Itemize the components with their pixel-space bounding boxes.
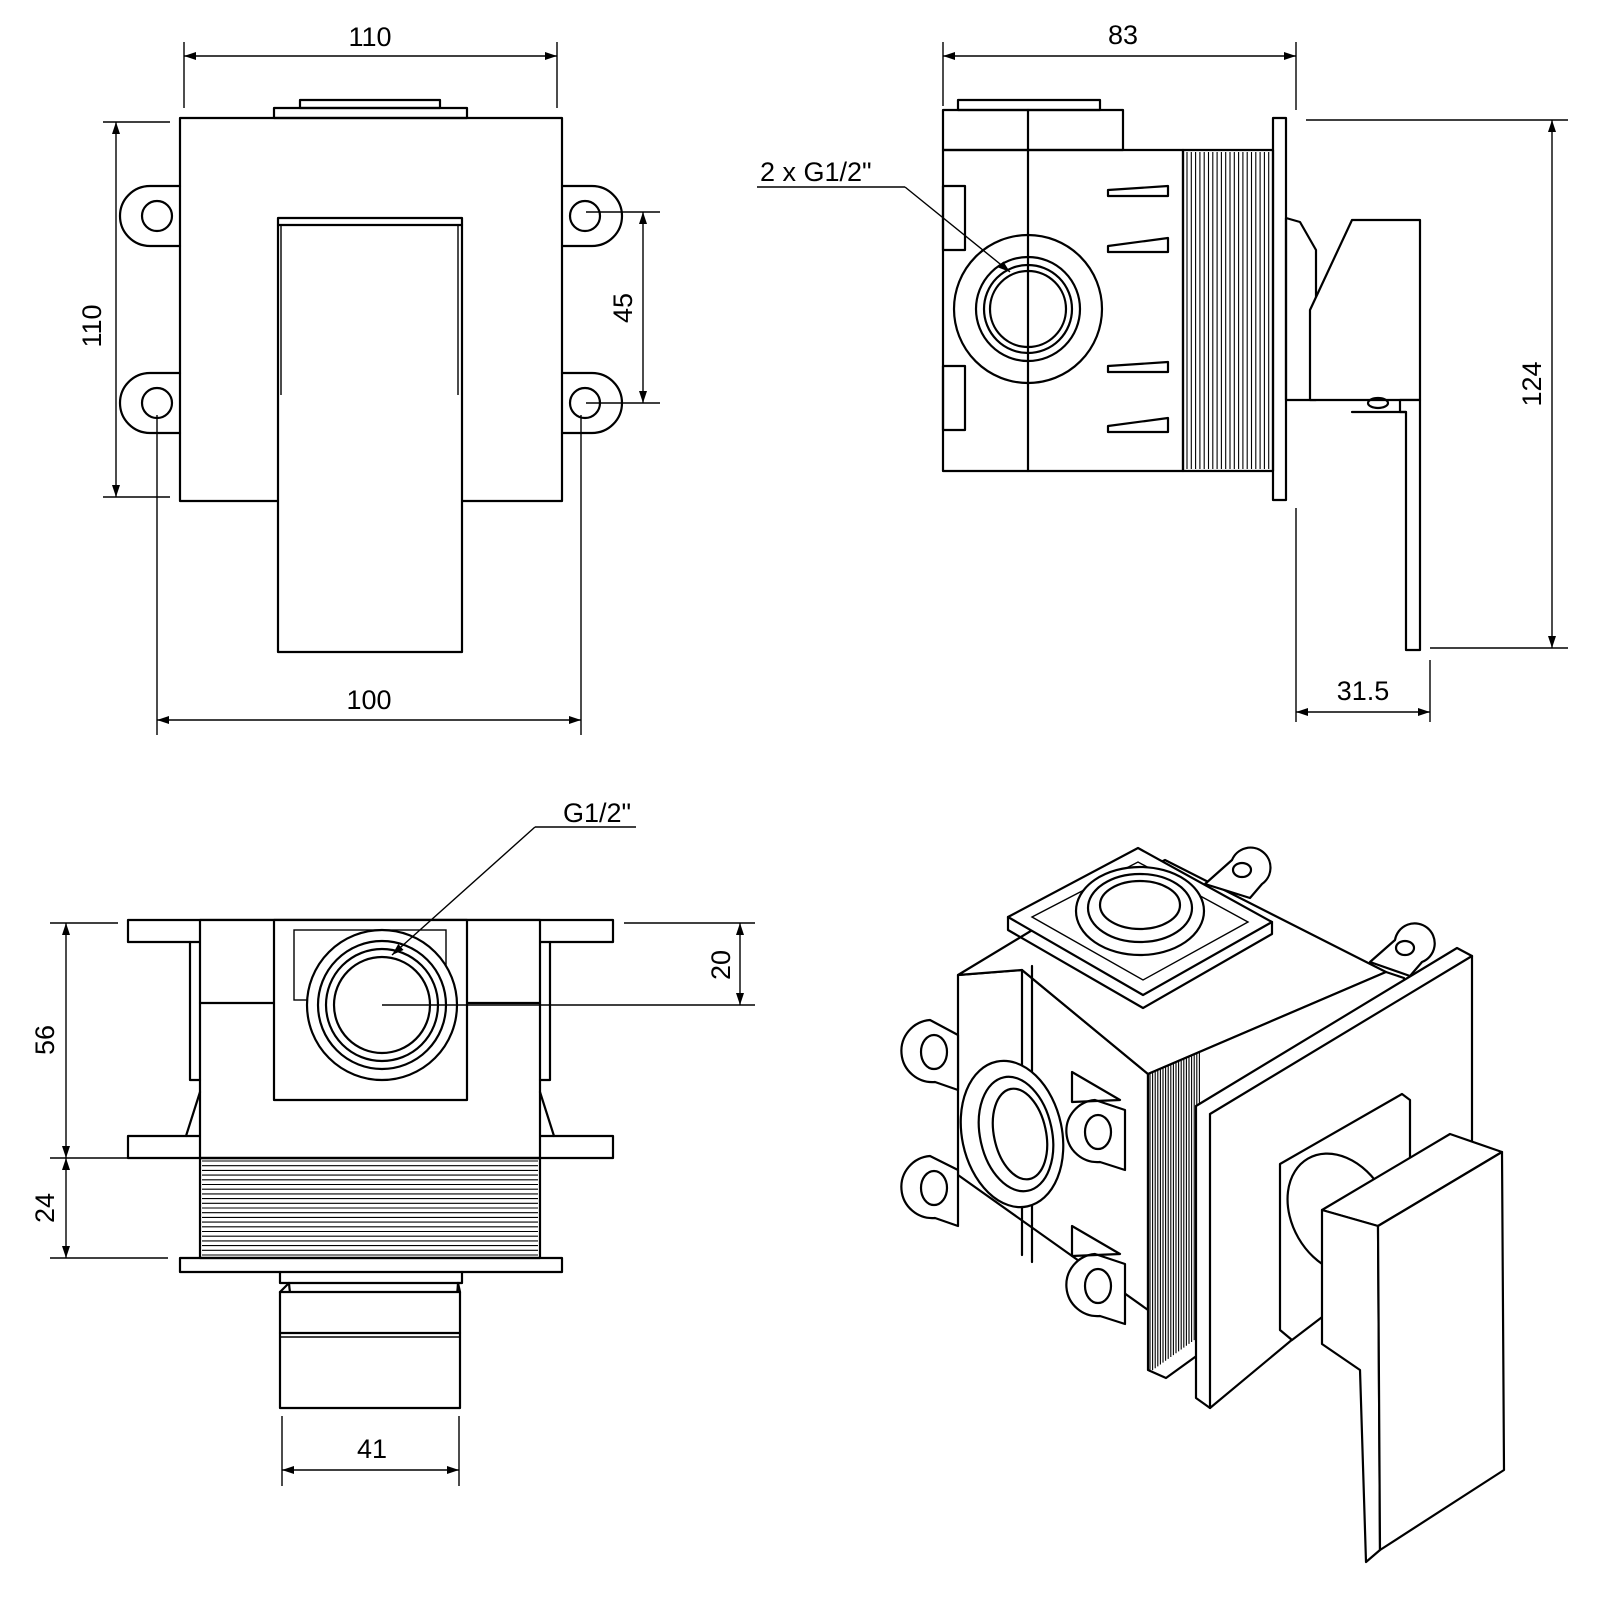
isometric-view xyxy=(900,846,1506,1564)
side-thread-body xyxy=(1181,148,1275,473)
iso-lug-hole xyxy=(1394,939,1416,957)
side-rib xyxy=(941,184,967,252)
side-port-outer xyxy=(952,233,1104,385)
side-body xyxy=(941,148,1185,473)
front-lug-hole xyxy=(140,199,174,233)
side-port-bore xyxy=(988,269,1068,349)
iso-handle-side xyxy=(1376,1150,1506,1552)
side-rib xyxy=(941,364,967,432)
iso-wedge-rib xyxy=(1070,1070,1122,1258)
front-lug-top-right xyxy=(560,184,624,248)
front-lug-hole xyxy=(140,386,174,420)
iso-lug-hole xyxy=(1083,1113,1113,1151)
side-port-ring xyxy=(982,263,1074,355)
front-cap-top xyxy=(298,98,442,110)
dim-side-handle-depth: 31.5 xyxy=(1337,676,1390,706)
iso-side-port-ring xyxy=(977,1075,1055,1193)
iso-lug-hole xyxy=(1231,861,1253,879)
iso-lug xyxy=(900,1018,960,1092)
iso-lug xyxy=(900,1154,960,1228)
front-lug-hole xyxy=(568,199,602,233)
side-handle-head xyxy=(1308,218,1422,402)
side-view: 2 x G1/2" 83 124 31.5 xyxy=(757,20,1568,722)
dim-top-thread-length: 24 xyxy=(30,1193,60,1223)
side-thread xyxy=(1186,152,1270,469)
iso-side-port-bore xyxy=(991,1087,1049,1181)
top-side-brace xyxy=(184,1090,556,1138)
iso-top-port-ring xyxy=(1086,872,1194,944)
side-wall-plate xyxy=(1271,116,1288,502)
dim-side-depth: 83 xyxy=(1108,20,1138,50)
iso-top-cap-edge xyxy=(1006,915,1274,1010)
side-thread-callout: 2 x G1/2" xyxy=(760,157,872,187)
iso-lug-hole xyxy=(919,1169,949,1207)
top-handle-cap xyxy=(278,1270,464,1285)
front-cap-base xyxy=(272,106,469,120)
iso-lug xyxy=(1203,846,1272,900)
top-view: G1/2" 56 24 20 41 xyxy=(30,798,755,1486)
iso-lug xyxy=(1065,1098,1127,1172)
dim-front-bottom-width: 100 xyxy=(346,685,391,715)
top-thread-callout: G1/2" xyxy=(563,798,631,828)
iso-handle-front xyxy=(1320,1208,1382,1564)
side-handle-lever xyxy=(1398,398,1422,652)
side-port-ring xyxy=(974,255,1082,363)
side-wedge-rib xyxy=(1106,184,1170,254)
dim-side-height: 124 xyxy=(1517,361,1547,406)
dim-top-height: 56 xyxy=(30,1025,60,1055)
side-cap-base xyxy=(941,108,1125,152)
top-thread xyxy=(202,1160,538,1256)
iso-top-port-bore xyxy=(1098,879,1182,931)
dim-front-lug-spacing: 45 xyxy=(608,293,638,323)
side-handle-screw xyxy=(1366,396,1390,410)
dim-front-height: 110 xyxy=(77,304,107,347)
iso-lug xyxy=(1368,922,1436,978)
iso-lug-hole xyxy=(1083,1267,1113,1305)
top-wall-plate xyxy=(178,1256,564,1274)
iso-lug-hole xyxy=(919,1033,949,1071)
iso-thread xyxy=(1149,1052,1200,1372)
dim-top-handle-width: 41 xyxy=(357,1434,387,1464)
top-handle xyxy=(278,1290,462,1410)
top-handle-edge xyxy=(278,1281,462,1294)
leader-line xyxy=(904,186,1011,273)
front-lug-bottom-left xyxy=(118,371,182,435)
iso-lugs xyxy=(900,846,1436,1326)
iso-side-port xyxy=(959,1059,1065,1209)
iso-top-port xyxy=(1074,865,1206,957)
top-side-strut xyxy=(188,940,552,1082)
side-wedge-rib xyxy=(1106,360,1170,434)
dim-front-top-width: 110 xyxy=(348,22,391,52)
front-lug-top-left xyxy=(118,184,182,248)
side-cap xyxy=(956,98,1102,112)
dim-top-port-offset: 20 xyxy=(706,950,736,980)
iso-wall-plate-edge xyxy=(1208,954,1474,1410)
leader-line xyxy=(391,826,536,956)
front-view: 110 110 45 100 xyxy=(77,22,660,735)
front-handle xyxy=(276,216,464,654)
iso-lug xyxy=(1065,1252,1127,1326)
